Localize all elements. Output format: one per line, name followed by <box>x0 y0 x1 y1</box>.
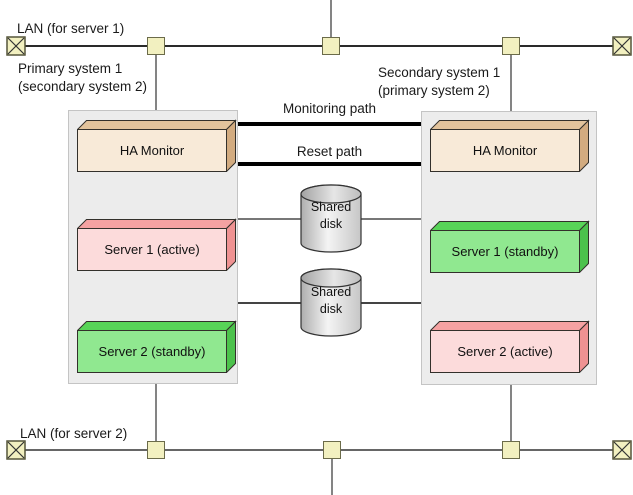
shared-disk-cylinder <box>300 268 362 338</box>
lan2-downlink-line <box>331 459 333 495</box>
network-terminator-icon <box>6 36 26 56</box>
lan1-uplink-line <box>330 0 332 38</box>
left-system-to-lan2-line <box>155 384 157 442</box>
left-ha-monitor-label: HA Monitor <box>119 142 185 158</box>
left-system-title: Primary system 1 (secondary system 2) <box>18 60 147 96</box>
lan-node-icon <box>322 37 340 55</box>
shared-disk1-label-line2: disk <box>319 217 343 231</box>
shared-disk1-label-line1: Shared <box>310 200 352 214</box>
reset-path-label: Reset path <box>296 144 363 159</box>
left-system-title-line1: Primary system 1 <box>18 61 123 76</box>
left-server2-label: Server 2 (standby) <box>98 343 206 359</box>
shared-disk1-label: Shared disk <box>300 199 362 233</box>
lan1-line <box>10 45 622 47</box>
network-terminator-icon <box>6 440 26 460</box>
reset-path-line <box>238 162 421 166</box>
left-system-title-line2: (secondary system 2) <box>18 79 148 94</box>
lan-node-icon <box>502 441 520 459</box>
shared-disk2-label-line1: Shared <box>310 285 352 299</box>
lan1-label: LAN (for server 1) <box>17 21 125 36</box>
monitoring-path-line <box>238 122 421 126</box>
lan1-to-left-system-line <box>155 55 157 111</box>
lan-node-icon <box>323 441 341 459</box>
right-server2-box: Server 2 (active) <box>430 320 590 373</box>
right-server1-label: Server 1 (standby) <box>451 243 559 259</box>
lan2-line <box>10 449 622 451</box>
shared-disk-cylinder <box>300 184 362 254</box>
left-server1-box: Server 1 (active) <box>77 218 237 271</box>
right-system-title: Secondary system 1 (primary system 2) <box>378 64 500 100</box>
shared-disk2-label-line2: disk <box>319 302 343 316</box>
left-server1-label: Server 1 (active) <box>104 241 200 257</box>
left-server2-box: Server 2 (standby) <box>77 320 237 373</box>
network-terminator-icon <box>612 440 632 460</box>
right-server2-label: Server 2 (active) <box>457 343 553 359</box>
lan-node-icon <box>502 37 520 55</box>
lan-node-icon <box>147 441 165 459</box>
right-system-title-line2: (primary system 2) <box>378 83 490 98</box>
lan1-to-right-system-line <box>510 55 512 112</box>
shared-disk2-label: Shared disk <box>300 284 362 318</box>
right-system-title-line1: Secondary system 1 <box>378 65 501 80</box>
left-ha-monitor-box: HA Monitor <box>77 119 237 172</box>
right-server1-box: Server 1 (standby) <box>430 220 590 273</box>
lan2-label: LAN (for server 2) <box>20 426 128 441</box>
monitoring-path-label: Monitoring path <box>282 101 377 116</box>
right-system-to-lan2-line <box>510 385 512 442</box>
right-ha-monitor-box: HA Monitor <box>430 119 590 172</box>
lan-node-icon <box>147 37 165 55</box>
right-ha-monitor-label: HA Monitor <box>472 142 538 158</box>
network-terminator-icon <box>612 36 632 56</box>
